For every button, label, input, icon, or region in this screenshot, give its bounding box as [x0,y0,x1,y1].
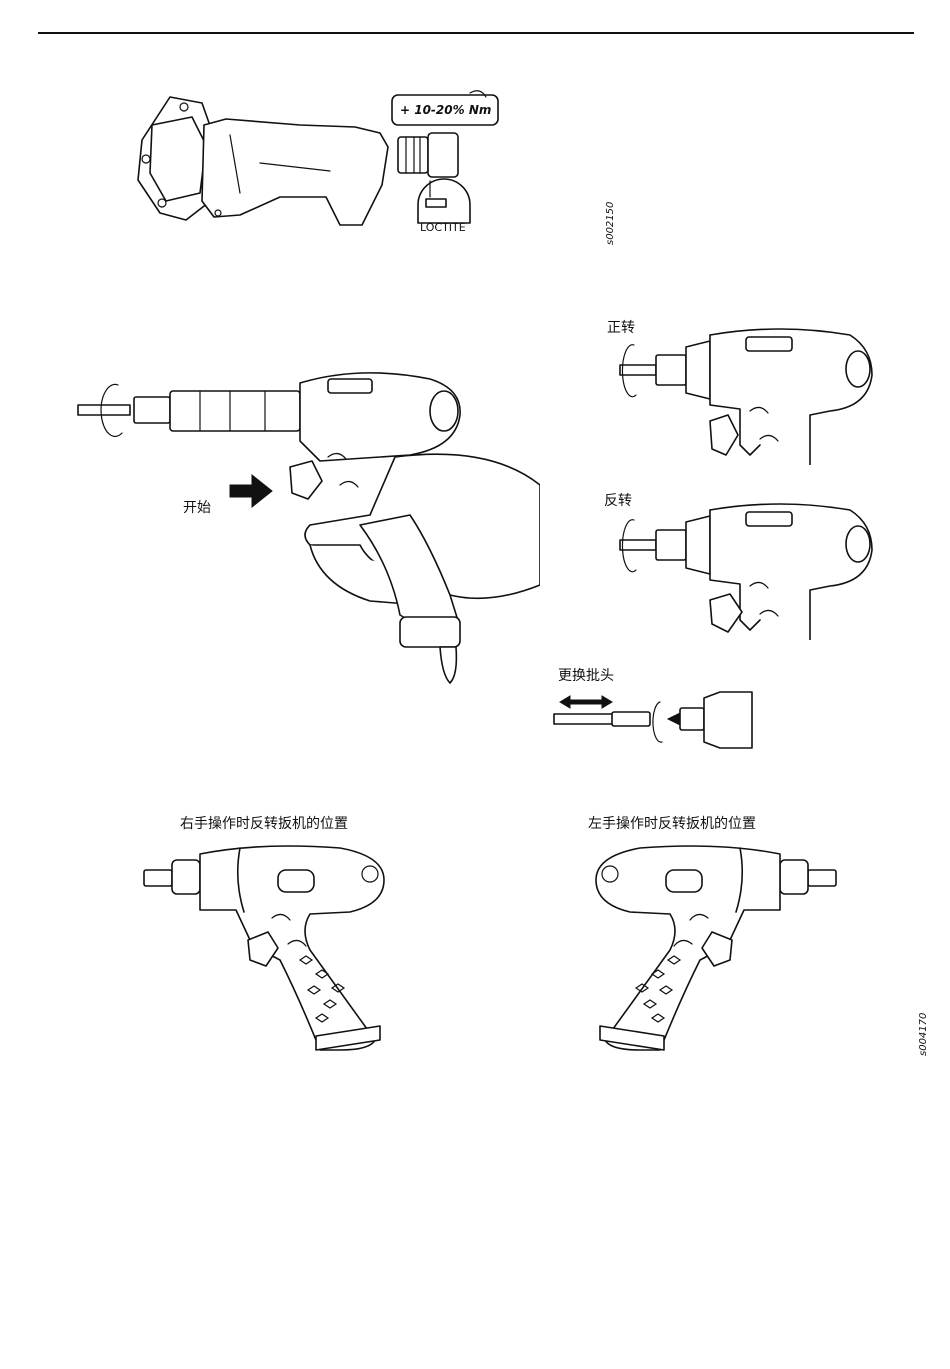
start-label: 开始 [183,500,211,516]
right-hand-position-label: 右手操作时反转扳机的位置 [180,816,348,832]
header-rule [38,32,914,34]
reverse-rotation-illustration [610,500,880,640]
forward-rotation-illustration [610,325,880,465]
loctite-label: LOCTITE [420,220,466,236]
reference-code-s004170: s004170 [918,1013,929,1056]
screwdriver-in-hand-illustration [70,365,540,695]
left-hand-position-label: 左手操作时反转扳机的位置 [588,816,756,832]
change-bit-illustration [552,688,762,752]
right-hand-pistol-illustration [140,840,390,1060]
torque-label: + 10-20% Nm [400,102,491,118]
left-hand-pistol-illustration [590,840,840,1060]
change-bit-label: 更换批头 [558,668,614,684]
reference-code-s002150: s002150 [605,202,616,245]
